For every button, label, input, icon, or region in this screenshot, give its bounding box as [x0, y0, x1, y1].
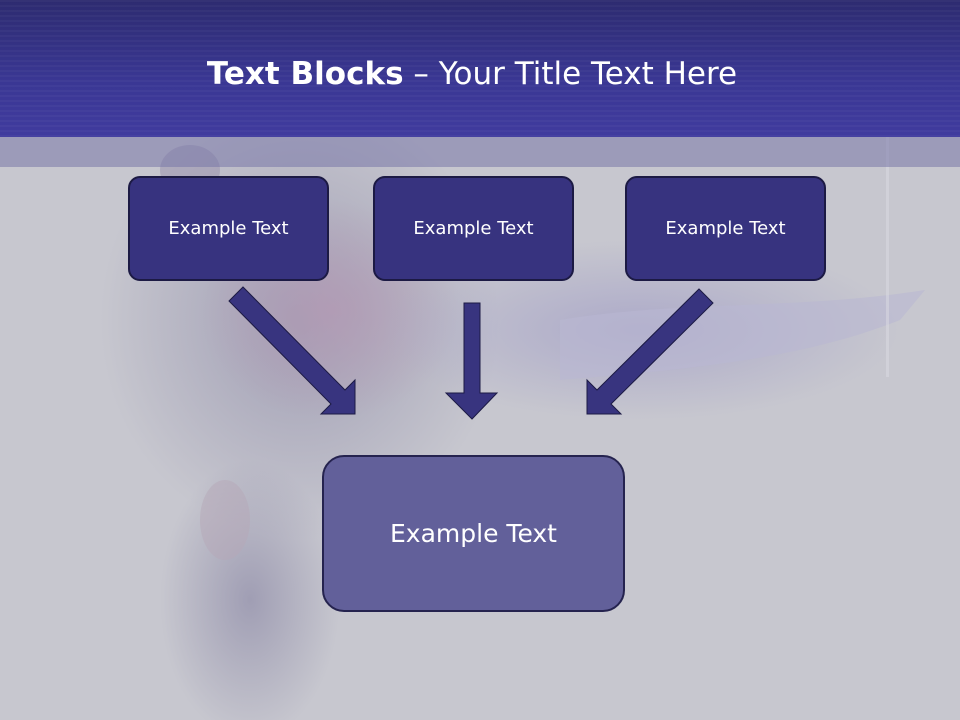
- top-box-right[interactable]: Example Text: [625, 176, 826, 281]
- slide-title: Text Blocks – Your Title Text Here: [0, 52, 944, 96]
- top-box-center[interactable]: Example Text: [373, 176, 574, 281]
- top-box-left-label: Example Text: [168, 218, 289, 239]
- bottom-box-label: Example Text: [390, 519, 557, 548]
- bottom-box[interactable]: Example Text: [322, 455, 625, 612]
- top-box-center-label: Example Text: [413, 218, 534, 239]
- title-bold-part: Text Blocks: [206, 56, 404, 92]
- title-sub-band: [0, 137, 960, 167]
- center-arrow: [444, 302, 499, 420]
- right-arrow: [586, 288, 714, 415]
- title-separator: –: [403, 56, 439, 92]
- top-box-right-label: Example Text: [665, 218, 786, 239]
- left-arrow: [228, 286, 356, 415]
- title-regular-part: Your Title Text Here: [438, 56, 738, 92]
- top-box-left[interactable]: Example Text: [128, 176, 329, 281]
- title-band: [0, 0, 960, 137]
